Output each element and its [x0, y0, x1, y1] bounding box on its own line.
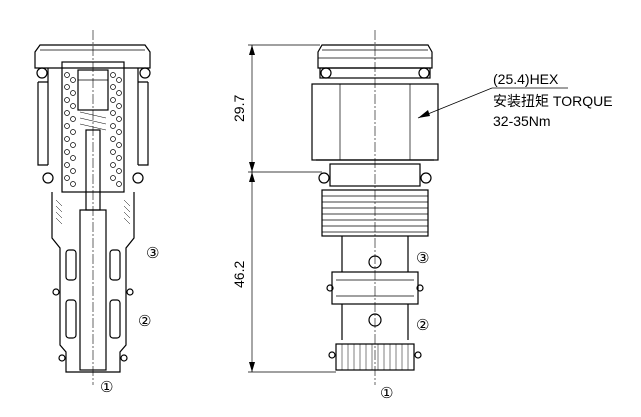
exterior-oring-top-left: [320, 67, 332, 79]
hex-size-label: (25.4)HEX: [493, 71, 559, 87]
section-lower-body: [51, 192, 135, 262]
section-oring-bottom-left: [58, 354, 66, 362]
exterior-oring-mid-left: [318, 172, 330, 184]
section-view: [34, 30, 151, 385]
exterior-port-1-label: ①: [380, 385, 393, 402]
torque-value: 32-35Nm: [493, 113, 551, 129]
exterior-view: [311, 30, 439, 385]
exterior-port-2-label: ②: [416, 317, 429, 334]
section-oring-bottom-right: [120, 354, 128, 362]
dimension-lines: [248, 44, 336, 373]
exterior-port-3-label: ③: [416, 250, 429, 267]
arrow-bottom: [249, 362, 255, 372]
section-port-1-label: ①: [100, 379, 113, 396]
arrow-mid-down: [249, 172, 255, 182]
hex-callout-leader: [417, 87, 568, 119]
arrow-top: [249, 45, 255, 55]
section-oring-top-right: [139, 67, 151, 79]
section-balls-right: [110, 72, 122, 187]
section-port-window-left: [65, 249, 77, 281]
section-port-window-right: [109, 249, 121, 281]
exterior-oring-top-right: [418, 67, 430, 79]
exterior-lower-upper: [341, 236, 409, 272]
section-balls-left: [64, 72, 76, 187]
section-oring-mid-right: [132, 172, 144, 184]
exterior-oring-mid-right: [420, 172, 432, 184]
exterior-top-nut: [317, 44, 433, 69]
dimension-lower-label: 46.2: [231, 261, 247, 288]
dimension-upper-label: 29.7: [231, 95, 247, 122]
section-oring-port-left: [52, 288, 60, 296]
section-seal-hatching: [55, 199, 131, 225]
section-body-sides: [47, 68, 139, 165]
section-port-2-label: ②: [138, 313, 151, 330]
section-oring-port-right: [126, 288, 134, 296]
arrow-mid-up: [249, 162, 255, 172]
section-oring-mid-left: [42, 172, 54, 184]
torque-label: 安装扭矩 TORQUE: [493, 93, 613, 109]
section-oring-top-left: [36, 67, 48, 79]
section-port-3-label: ③: [146, 245, 159, 262]
section-top-cap: [34, 44, 151, 69]
